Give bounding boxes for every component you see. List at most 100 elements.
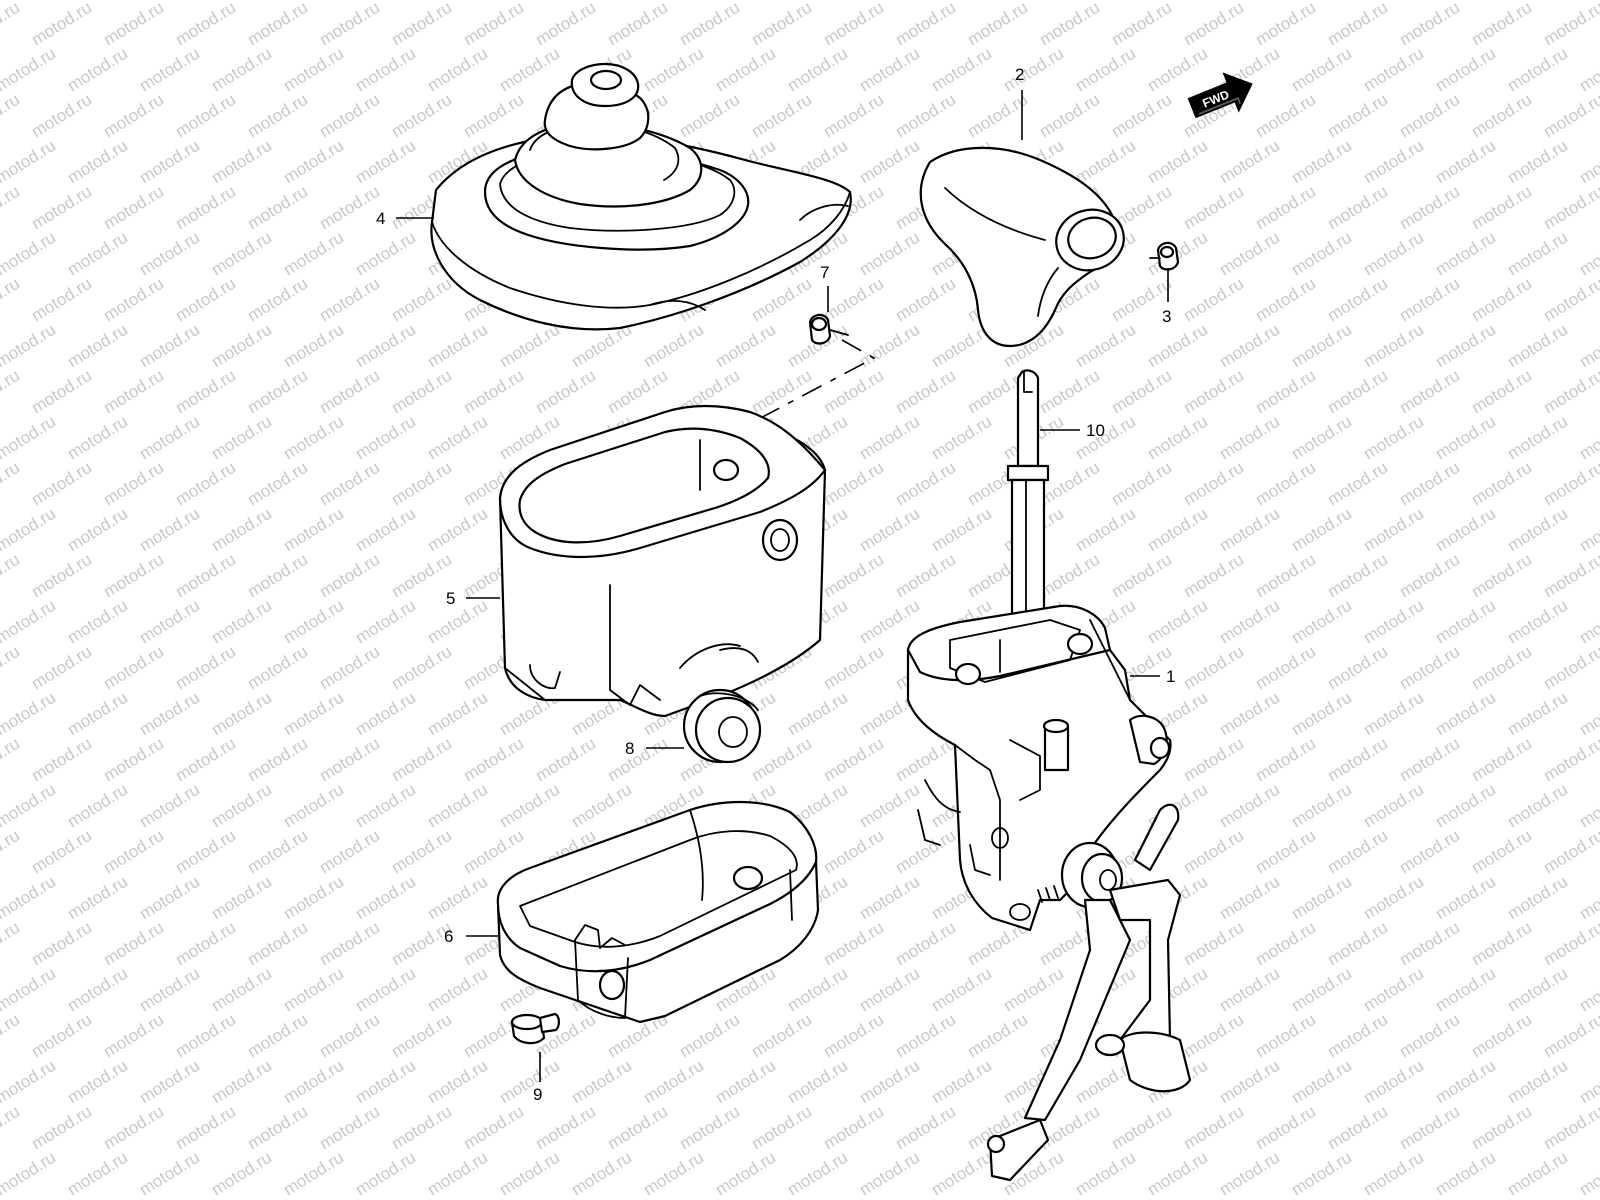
watermark-text: motod.ru: [64, 872, 131, 924]
watermark-text: motod.ru: [784, 1056, 851, 1108]
watermark-text: motod.ru: [208, 780, 275, 832]
watermark-text: motod.ru: [892, 90, 959, 142]
watermark-text: motod.ru: [1252, 550, 1319, 602]
watermark-text: motod.ru: [1288, 1148, 1355, 1200]
callout-7: 7: [820, 263, 829, 282]
watermark-text: motod.ru: [1576, 780, 1600, 832]
watermark-text: motod.ru: [0, 366, 23, 418]
watermark-text: motod.ru: [100, 366, 167, 418]
watermark-text: motod.ru: [0, 274, 23, 326]
watermark-text: motod.ru: [1396, 826, 1463, 878]
watermark-text: motod.ru: [1180, 1010, 1247, 1062]
bolt-9: [510, 1012, 560, 1045]
watermark-text: motod.ru: [820, 458, 887, 510]
watermark-text: motod.ru: [1504, 504, 1571, 556]
watermark-text: motod.ru: [1396, 550, 1463, 602]
watermark-text: motod.ru: [0, 0, 23, 49]
watermark-text: motod.ru: [172, 458, 239, 510]
watermark-text: motod.ru: [352, 596, 419, 648]
callout-8: 8: [625, 739, 634, 758]
watermark-text: motod.ru: [64, 596, 131, 648]
watermark-text: motod.ru: [1144, 0, 1211, 3]
assembly-guide-line: [699, 339, 876, 451]
callout-3: 3: [1162, 307, 1171, 326]
watermark-text: motod.ru: [1216, 136, 1283, 188]
watermark-text: motod.ru: [352, 412, 419, 464]
watermark-text: motod.ru: [640, 1148, 707, 1200]
watermark-text: motod.ru: [424, 1148, 491, 1200]
watermark-text: motod.ru: [604, 1102, 671, 1154]
watermark-text: motod.ru: [1432, 964, 1499, 1016]
watermark-text: motod.ru: [424, 596, 491, 648]
watermark-text: motod.ru: [28, 182, 95, 234]
watermark-text: motod.ru: [244, 90, 311, 142]
watermark-text: motod.ru: [676, 90, 743, 142]
watermark-text: motod.ru: [1288, 0, 1355, 3]
watermark-text: motod.ru: [1432, 320, 1499, 372]
watermark-text: motod.ru: [1360, 1148, 1427, 1200]
watermark-text: motod.ru: [1108, 550, 1175, 602]
lower-base-cover: [496, 800, 820, 1024]
watermark-text: motod.ru: [964, 0, 1031, 49]
watermark-text: motod.ru: [856, 1056, 923, 1108]
watermark-text: motod.ru: [676, 1102, 743, 1154]
watermark-text: motod.ru: [424, 688, 491, 740]
watermark-text: motod.ru: [172, 1102, 239, 1154]
watermark-text: motod.ru: [208, 136, 275, 188]
fwd-badge: FWD: [1187, 72, 1253, 119]
watermark-text: motod.ru: [100, 182, 167, 234]
watermark-text: motod.ru: [1360, 228, 1427, 280]
watermark-text: motod.ru: [1432, 0, 1499, 3]
watermark-text: motod.ru: [568, 1148, 635, 1200]
watermark-text: motod.ru: [208, 0, 275, 3]
callout-labels: 1 2 3 4 5 6 7 8 9 10: [376, 65, 1175, 1104]
watermark-text: motod.ru: [244, 826, 311, 878]
watermark-text: motod.ru: [1216, 1148, 1283, 1200]
arrow-forward-icon: [1187, 72, 1253, 119]
watermark-text: motod.ru: [1216, 1056, 1283, 1108]
watermark-text: motod.ru: [748, 90, 815, 142]
watermark-text: motod.ru: [856, 964, 923, 1016]
leader-lines: [396, 90, 1169, 1082]
watermark-text: motod.ru: [64, 780, 131, 832]
callout-10: 10: [1086, 421, 1105, 440]
watermark-text: motod.ru: [1396, 0, 1463, 49]
watermark-text: motod.ru: [100, 90, 167, 142]
watermark-text: motod.ru: [1036, 550, 1103, 602]
watermark-text: motod.ru: [820, 90, 887, 142]
callout-6: 6: [444, 927, 453, 946]
watermark-text: motod.ru: [28, 826, 95, 878]
watermark-text: motod.ru: [1504, 780, 1571, 832]
watermark-text: motod.ru: [712, 0, 779, 3]
watermark-text: motod.ru: [1180, 642, 1247, 694]
watermark-text: motod.ru: [1180, 826, 1247, 878]
watermark-text: motod.ru: [1540, 1102, 1600, 1154]
watermark-text: motod.ru: [1252, 182, 1319, 234]
watermark-text: motod.ru: [1468, 918, 1535, 970]
watermark-text: motod.ru: [424, 44, 491, 96]
watermark-text: motod.ru: [1540, 734, 1600, 786]
watermark-text: motod.ru: [1252, 90, 1319, 142]
boot-cover: [498, 404, 827, 718]
shift-lever-assembly: [906, 604, 1192, 1182]
watermark-text: motod.ru: [1576, 320, 1600, 372]
watermark-text: motod.ru: [1324, 550, 1391, 602]
watermark-text: motod.ru: [1540, 826, 1600, 878]
watermark-text: motod.ru: [820, 642, 887, 694]
watermark-text: motod.ru: [964, 1010, 1031, 1062]
watermark-text: motod.ru: [892, 274, 959, 326]
watermark-text: motod.ru: [1072, 0, 1139, 3]
watermark-text: motod.ru: [1252, 1102, 1319, 1154]
watermark-text: motod.ru: [280, 44, 347, 96]
watermark-text: motod.ru: [712, 320, 779, 372]
watermark-text: motod.ru: [460, 366, 527, 418]
watermark-text: motod.ru: [1144, 412, 1211, 464]
watermark-text: motod.ru: [928, 44, 995, 96]
watermark-text: motod.ru: [172, 642, 239, 694]
watermark-text: motod.ru: [1360, 320, 1427, 372]
watermark-text: motod.ru: [856, 780, 923, 832]
watermark-text: motod.ru: [820, 366, 887, 418]
watermark-text: motod.ru: [1216, 780, 1283, 832]
watermark-text: motod.ru: [1504, 1148, 1571, 1200]
watermark-text: motod.ru: [352, 320, 419, 372]
